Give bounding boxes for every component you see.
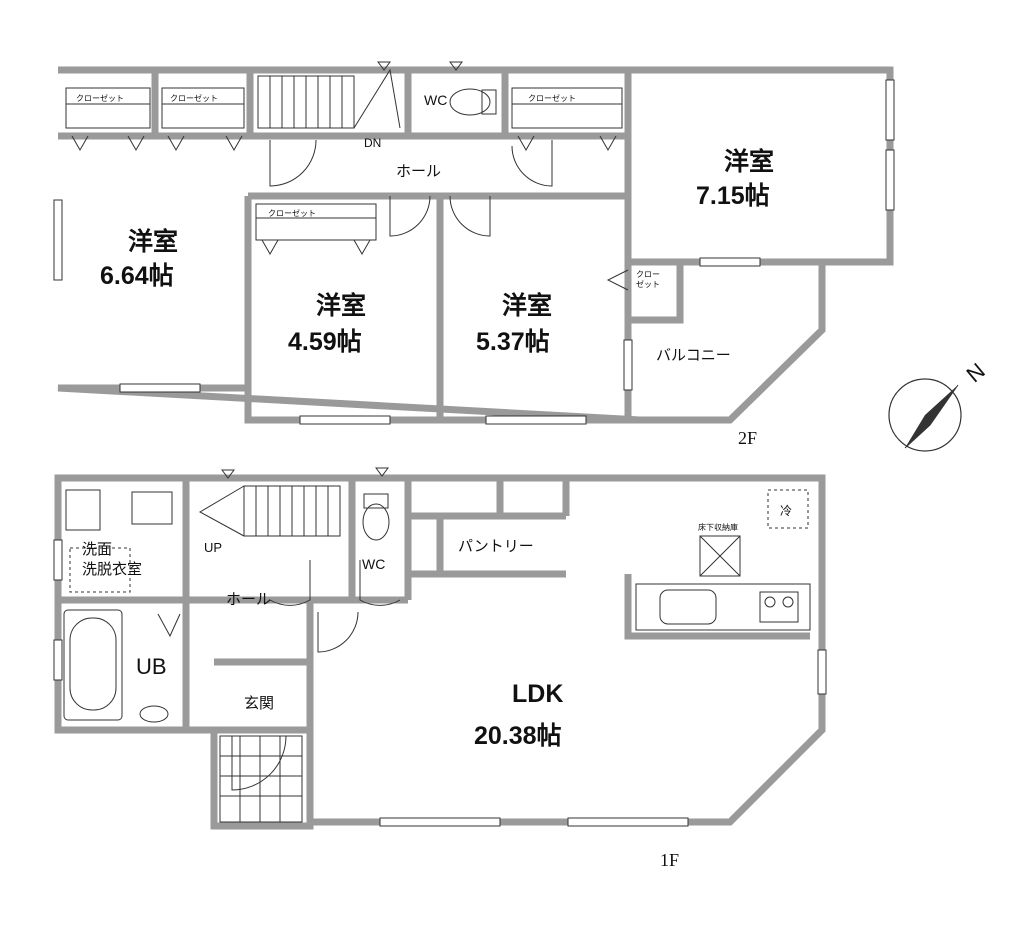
stairs-2f [257, 61, 401, 129]
closet-3-label: クローゼット [528, 94, 576, 103]
ldk-size: 20.38帖 [474, 722, 562, 750]
ldk-name: LDK [512, 680, 564, 708]
pantry-label: パントリー [458, 538, 534, 555]
bathtub [63, 609, 181, 723]
windows-1f [53, 539, 827, 827]
stairs-1f [198, 469, 341, 537]
room-3-name: 洋室 [502, 292, 553, 320]
room-4-size: 7.15帖 [696, 182, 770, 210]
room-1-size: 6.64帖 [100, 262, 174, 290]
room-2-size: 4.59帖 [288, 328, 362, 356]
closet-1-label: クローゼット [76, 94, 124, 103]
room-2-name: 洋室 [316, 292, 367, 320]
room-3-size: 5.37帖 [476, 328, 550, 356]
wc-2f-label: WC [424, 92, 448, 108]
compass [888, 378, 962, 452]
doors-1f [231, 560, 401, 791]
floor-2-label: 2F [738, 428, 758, 448]
room-1-name: 洋室 [128, 228, 179, 256]
stairs-up-label: UP [204, 540, 223, 555]
small-closet-label: クローゼット [636, 270, 660, 289]
closet-4-label: クローゼット [268, 209, 316, 218]
floor-1-label: 1F [660, 850, 680, 870]
underfloor-storage-label: 床下収納庫 [698, 523, 738, 532]
bath-label: UB [136, 654, 167, 679]
washroom-label: 洗面 洗脱衣室 [82, 541, 143, 578]
entrance-label: 玄関 [244, 695, 275, 712]
fridge-label: 冷 [780, 504, 793, 518]
balcony-label: バルコニー [656, 347, 731, 364]
washroom-fixtures [65, 489, 173, 593]
floor-2-plan [53, 61, 895, 425]
hall-2f-label: ホール [396, 163, 442, 180]
stairs-down-label: DN [364, 136, 382, 150]
kitchen-counter [635, 489, 811, 631]
windows-2f [53, 79, 895, 425]
entrance-tiles [219, 735, 303, 823]
room-4-name: 洋室 [724, 148, 775, 176]
wc-1f-label: WC [362, 556, 386, 572]
toilet-1f [362, 467, 390, 541]
hall-1f-label: ホール [226, 591, 272, 608]
toilet-2f [449, 61, 497, 116]
floor-1-plan [53, 467, 827, 830]
closet-2-label: クローゼット [170, 94, 218, 103]
closet-rails-2f [65, 87, 623, 256]
doors-2f [269, 139, 629, 291]
